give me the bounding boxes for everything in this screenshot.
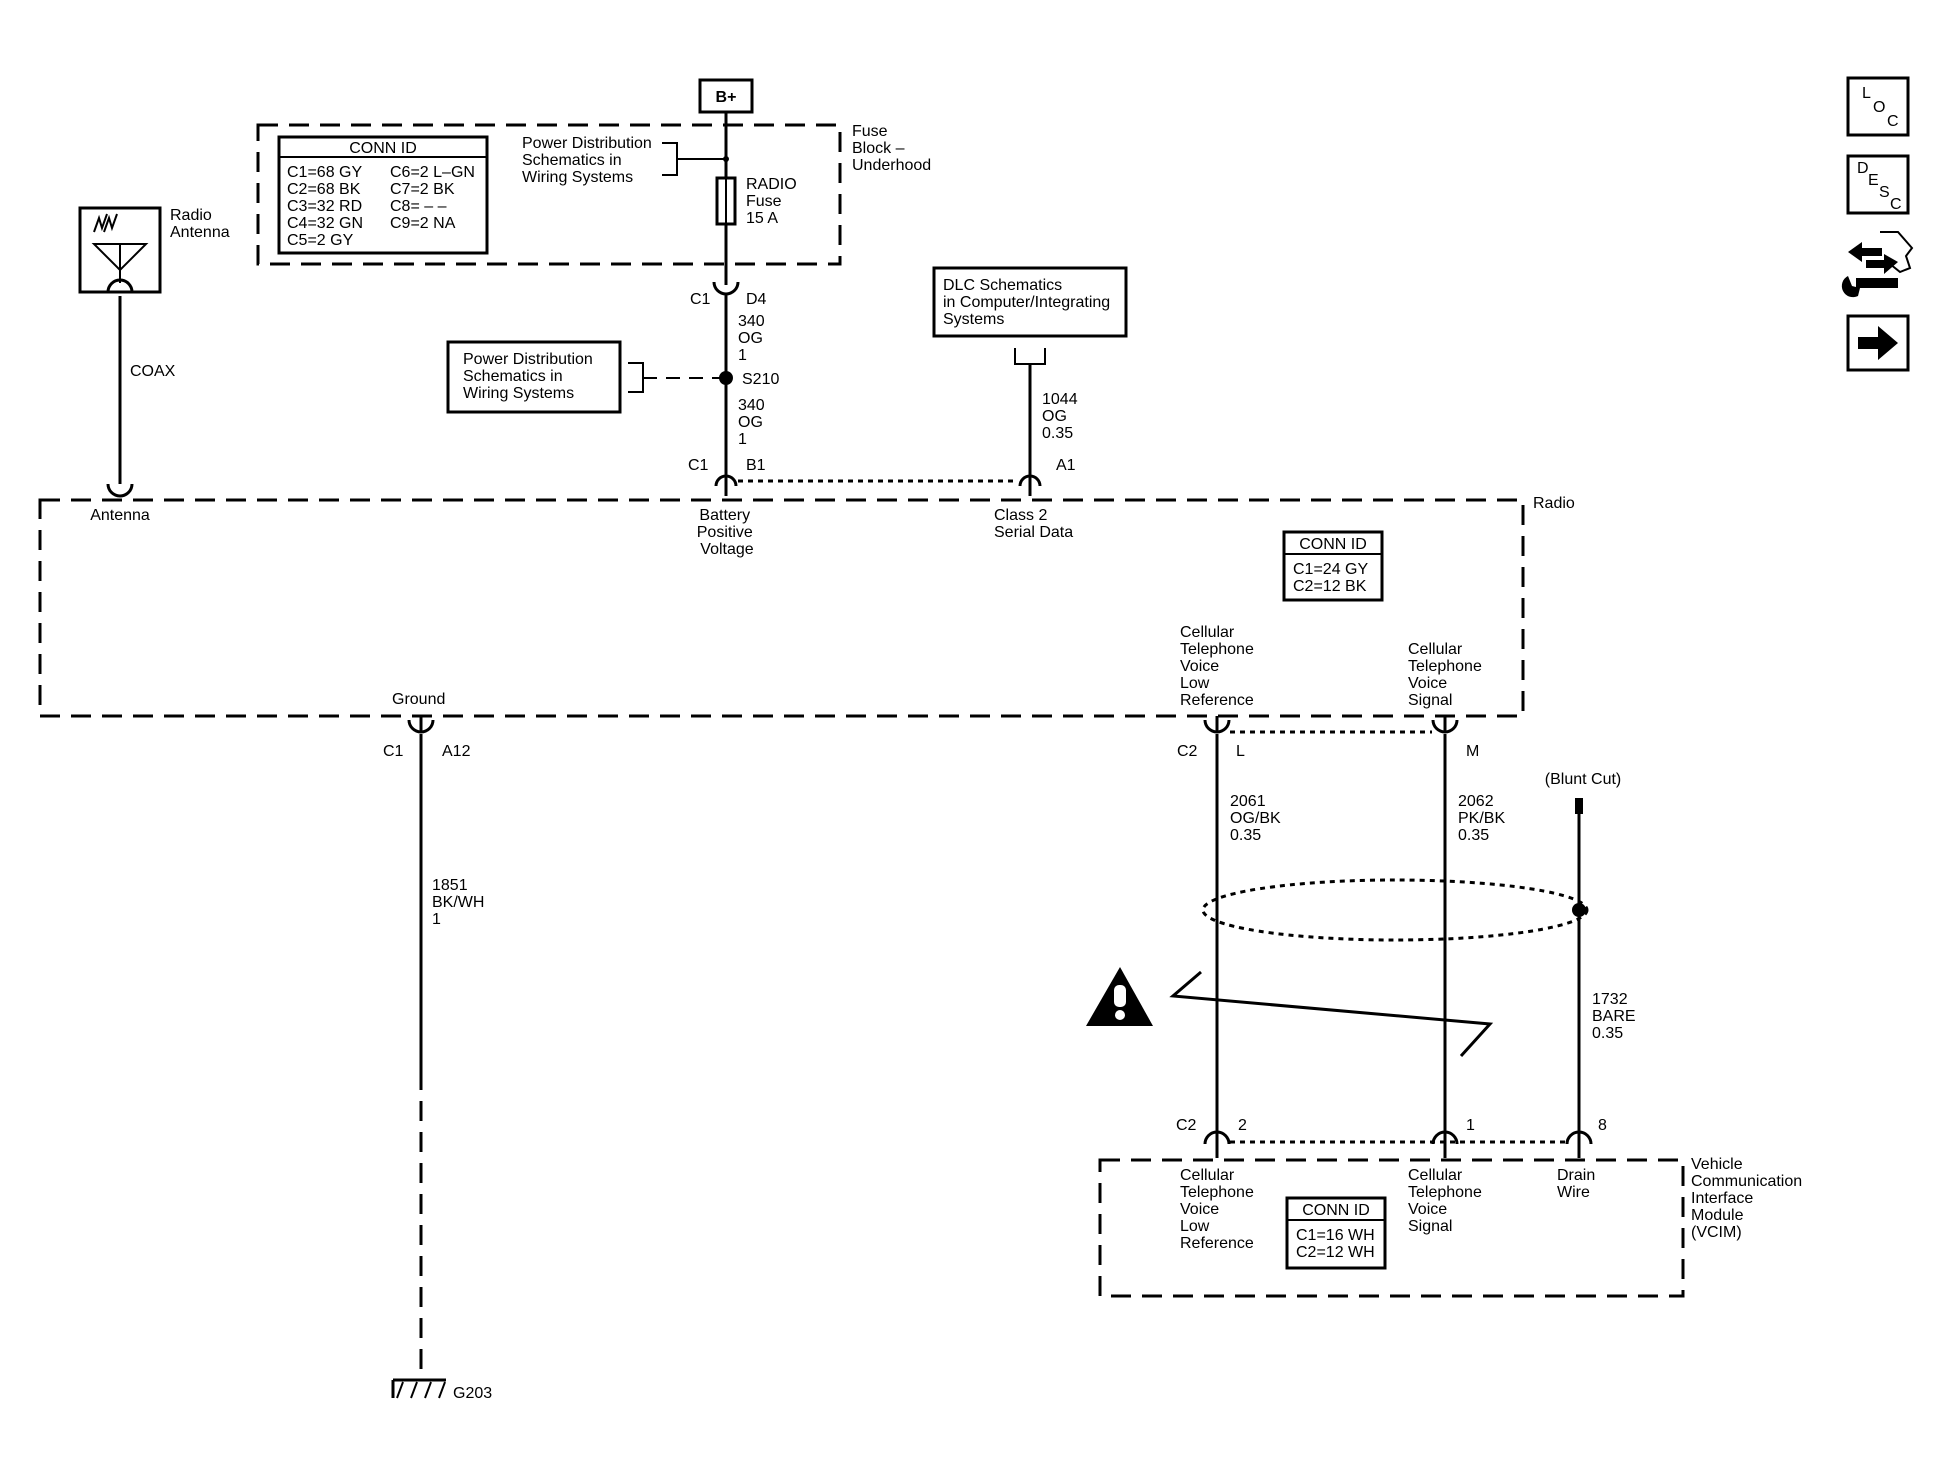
radio-cell-signal-pin-label: Cellular Telephone Voice Signal [1408,641,1486,709]
svg-text:L: L [1862,85,1871,102]
svg-text:C: C [1887,113,1899,130]
radio-module-outline [38,498,1525,718]
power-distribution-reference-top[interactable]: Power Distribution Schematics in Wiring … [522,135,656,186]
wire-1044-label: 1044 OG 0.35 [1042,391,1082,442]
wire-2061-label: 2061 OG/BK 0.35 [1230,793,1285,844]
conn-id-fuse-block: CONN ID C1=68 GY C2=68 BK C3=32 RD C4=32… [277,135,489,255]
vcim-module-outline [1098,1158,1685,1298]
wire-1732-label: 1732 BARE 0.35 [1592,991,1640,1042]
wire-1851-label: 1851 BK/WH 1 [432,877,489,928]
svg-text:C: C [1890,196,1902,213]
battery-supply-label: B+ [716,89,737,106]
wire-2062-label: 2062 PK/BK 0.35 [1458,793,1510,844]
connector-m-pin: M [1466,743,1479,760]
wire-340-top-label: 340 OG 1 [738,313,769,364]
connector-a1 [1018,474,1042,487]
ground-g203-label: G203 [453,1385,492,1402]
connector-c2-l-pin: L [1236,743,1245,760]
conn-id-right-column: C6=2 L–GN C7=2 BK C8= – – C9=2 NA [390,164,479,232]
svg-text:D: D [1857,160,1869,177]
conn-id-radio-lines: C1=24 GY C2=12 BK [1293,561,1372,595]
connector-c1-b1 [714,474,738,487]
connector-c1-b1-pin: B1 [746,457,766,474]
connector-1-pin: 1 [1466,1117,1475,1134]
connector-8-pin: 8 [1598,1117,1607,1134]
radio-module-label: Radio [1533,495,1575,512]
connector-wrench-icon[interactable] [1841,231,1914,298]
twisted-pair-symbol [1169,970,1494,1058]
dlc-schematics-reference[interactable] [932,266,1128,338]
warning-icon[interactable] [1086,967,1153,1026]
connector-c1-b1-conn: C1 [688,457,709,474]
connector-c2-2-conn: C2 [1176,1117,1197,1134]
connector-c1-a12-conn: C1 [383,743,404,760]
connector-c1-a12-pin: A12 [442,743,471,760]
svg-text:CONN ID: CONN ID [1299,536,1367,553]
radio-serial-data-pin-label: Class 2 Serial Data [994,507,1073,541]
desc-icon[interactable]: D E S C [1846,154,1910,215]
svg-text:S: S [1879,184,1890,201]
vcim-module-label: Vehicle Communication Interface Module (… [1691,1156,1807,1241]
conn-id-radio: CONN ID C1=24 GY C2=12 BK [1282,530,1384,602]
conn-id-left-column: C1=68 GY C2=68 BK C3=32 RD C4=32 GN C5=2… [287,164,368,249]
radio-antenna-symbol [78,206,162,294]
radio-cell-low-pin-label: Cellular Telephone Voice Low Reference [1180,624,1258,709]
conn-id-vcim-lines: C1=16 WH C2=12 WH [1296,1227,1379,1261]
coax-label: COAX [130,363,176,380]
antenna-connector-top [106,278,134,293]
connector-c1-d4-pin: D4 [746,291,767,308]
ground-g203-symbol [391,1378,446,1399]
arrow-right-icon[interactable] [1846,314,1910,372]
splice-s210-label: S210 [742,371,779,388]
radio-ground-pin-label: Ground [392,691,445,708]
vcim-cell-low-pin-label: Cellular Telephone Voice Low Reference [1180,1167,1258,1252]
fuse-block-outline [256,123,842,266]
connector-a1-pin: A1 [1056,457,1076,474]
blunt-cut-label: (Blunt Cut) [1545,771,1621,788]
power-distribution-reference-splice[interactable] [446,340,622,414]
connector-c2-2-pin: 2 [1238,1117,1247,1134]
svg-text:E: E [1868,172,1879,189]
connector-c1-d4-conn: C1 [690,291,711,308]
radio-antenna-label: Radio Antenna [170,207,230,241]
shield-drain-junction [1572,903,1586,917]
radio-antenna-pin-label: Antenna [90,507,150,524]
vcim-cell-signal-pin-label: Cellular Telephone Voice Signal [1408,1167,1486,1235]
conn-id-vcim: CONN ID C1=16 WH C2=12 WH [1285,1196,1387,1270]
loc-icon[interactable]: L O C [1846,76,1910,137]
vcim-drain-pin-label: Drain Wire [1557,1167,1600,1201]
connector-c2-l-conn: C2 [1177,743,1198,760]
svg-text:O: O [1873,99,1885,116]
power-distribution-reference-splice-text: Power Distribution Schematics in Wiring … [463,351,597,402]
wire-340-bottom-label: 340 OG 1 [738,397,769,448]
dlc-schematics-reference-text: DLC Schematics in Computer/Integrating S… [943,277,1115,328]
svg-text:CONN ID: CONN ID [1302,1202,1370,1219]
radio-battery-pin-label: Battery Positive Voltage [697,507,757,558]
reference-bracket-splice [628,362,644,393]
radio-fuse-label: RADIO Fuse 15 A [746,176,801,227]
twisted-pair-shield [1201,878,1589,942]
antenna-connector-radio [106,483,134,498]
dlc-reference-bracket [1014,348,1046,365]
fuse-block-label: Fuse Block – Underhood [852,123,931,174]
conn-id-title: CONN ID [349,140,417,157]
reference-bracket-top [662,142,678,176]
